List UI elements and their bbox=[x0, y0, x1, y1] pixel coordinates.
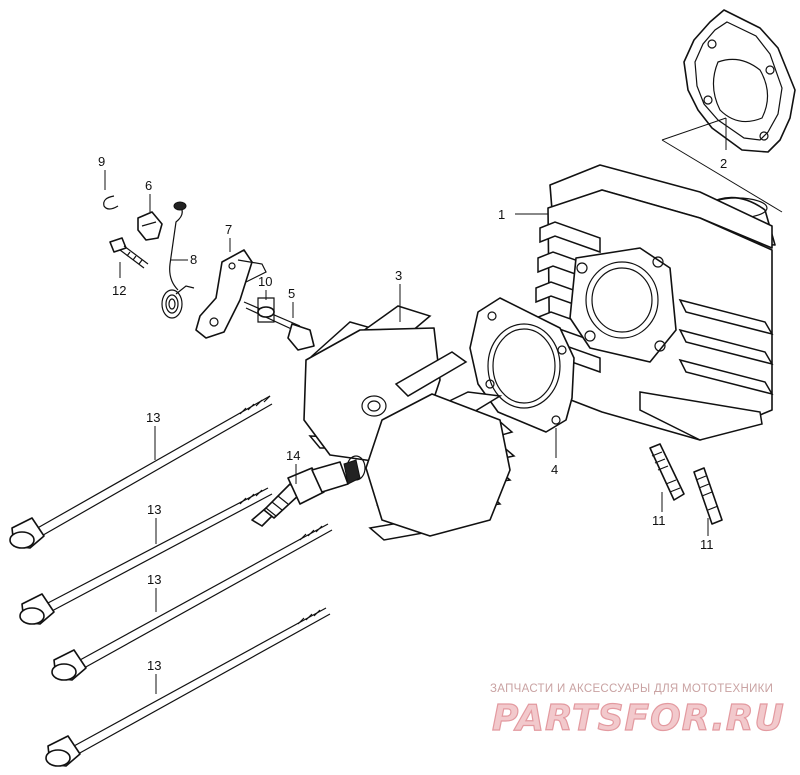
long-bolt-2-part bbox=[19, 487, 273, 625]
spring-lead-part bbox=[161, 201, 195, 319]
watermark-tagline: ЗАПЧАСТИ И АКСЕССУАРЫ ДЛЯ МОТОТЕХНИКИ bbox=[490, 683, 773, 695]
part-label-1: 1 bbox=[498, 207, 505, 222]
cap-part bbox=[137, 211, 163, 241]
part-label-5: 5 bbox=[288, 286, 295, 301]
part-label-10: 10 bbox=[258, 274, 272, 289]
stud-11a-part bbox=[649, 443, 685, 501]
part-label-14: 14 bbox=[286, 448, 300, 463]
screw-12-part bbox=[109, 237, 149, 269]
part-label-11a: 11 bbox=[652, 513, 666, 528]
head-gasket-part bbox=[683, 9, 796, 153]
long-bolt-4-part bbox=[45, 607, 331, 767]
part-label-6: 6 bbox=[145, 178, 152, 193]
part-label-13c: 13 bbox=[147, 572, 161, 587]
part-label-11b: 11 bbox=[700, 537, 714, 552]
clip-part bbox=[103, 195, 119, 210]
cylinder-head-part bbox=[303, 305, 516, 541]
long-bolt-3-part bbox=[51, 523, 333, 681]
part-label-4: 4 bbox=[551, 462, 558, 477]
watermark-logo: PARTSFOR.RU bbox=[492, 698, 785, 739]
part-label-13d: 13 bbox=[147, 658, 161, 673]
bracket-part bbox=[195, 249, 267, 339]
part-label-8: 8 bbox=[190, 252, 197, 267]
long-bolt-1-part bbox=[9, 395, 273, 549]
part-label-12: 12 bbox=[112, 283, 126, 298]
washer-10-part bbox=[257, 297, 275, 323]
spark-plug-part bbox=[251, 459, 361, 527]
part-label-7: 7 bbox=[225, 222, 232, 237]
part-label-9: 9 bbox=[98, 154, 105, 169]
part-label-2: 2 bbox=[720, 156, 727, 171]
stud-11b-part bbox=[693, 467, 723, 525]
part-label-13b: 13 bbox=[147, 502, 161, 517]
part-label-3: 3 bbox=[395, 268, 402, 283]
bolt-5-part bbox=[243, 301, 315, 351]
part-label-13a: 13 bbox=[146, 410, 160, 425]
